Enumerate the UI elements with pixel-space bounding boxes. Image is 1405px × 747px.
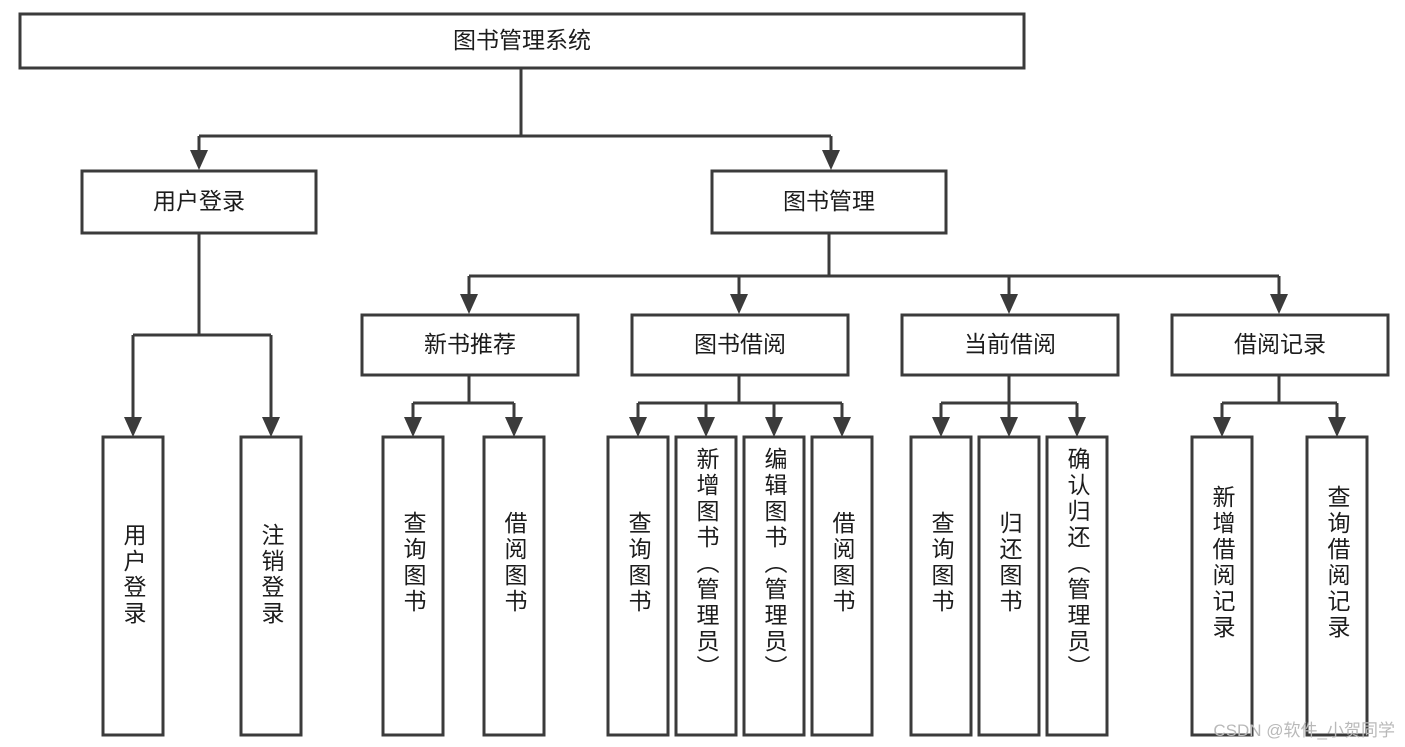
arrow-to-book-borrow: [730, 294, 748, 314]
node-leaf-borrow-book-1-label: 借阅图书: [501, 511, 528, 615]
node-leaf-edit-book-label: 编辑图书（管理员）: [761, 447, 788, 681]
arrow-to-current-borrow: [1000, 294, 1018, 314]
arrow-to-leaf-query-book-3: [932, 417, 950, 437]
arrow-to-leaf-query-book-2: [629, 417, 647, 437]
node-leaf-user-login-label: 用户登录: [120, 523, 147, 627]
connector-book-borrow-to-leaves: [629, 375, 851, 437]
connector-book-manage-to-level3: [460, 233, 1288, 314]
arrow-to-leaf-user-login: [124, 417, 142, 437]
node-leaf-query-record[interactable]: 查询借阅记录: [1305, 435, 1369, 737]
connector-borrow-record-to-leaves: [1213, 375, 1346, 437]
node-user-login[interactable]: 用户登录: [80, 169, 318, 235]
node-leaf-query-book-3-label: 查询图书: [928, 511, 955, 615]
arrow-to-leaf-query-record: [1328, 417, 1346, 437]
node-leaf-query-book-1-label: 查询图书: [400, 511, 427, 615]
node-leaf-query-book-2[interactable]: 查询图书: [606, 435, 670, 737]
node-book-borrow-label: 图书借阅: [694, 331, 786, 357]
node-leaf-add-record-label: 新增借阅记录: [1209, 485, 1236, 641]
arrow-to-leaf-add-record: [1213, 417, 1231, 437]
node-root[interactable]: 图书管理系统: [18, 12, 1026, 70]
node-leaf-confirm-return-label: 确认归还（管理员）: [1064, 447, 1091, 681]
node-leaf-logout-login-label: 注销登录: [258, 523, 285, 627]
node-book-manage-label: 图书管理: [783, 188, 875, 214]
node-leaf-query-book-2-label: 查询图书: [625, 511, 652, 615]
arrow-to-borrow-record: [1270, 294, 1288, 314]
connector-new-book-recommend-to-leaves: [404, 375, 523, 437]
arrow-to-leaf-logout-login: [262, 417, 280, 437]
node-leaf-query-book-3[interactable]: 查询图书: [909, 435, 973, 737]
connector-root-to-level2: [190, 68, 840, 170]
node-leaf-borrow-book-1[interactable]: 借阅图书: [482, 435, 546, 737]
node-new-book-recommend[interactable]: 新书推荐: [360, 313, 580, 377]
arrow-to-leaf-query-book-1: [404, 417, 422, 437]
node-leaf-borrow-book-2-label: 借阅图书: [829, 511, 856, 615]
connector-user-login-to-leaves: [124, 233, 280, 437]
node-leaf-confirm-return[interactable]: 确认归还（管理员）: [1045, 435, 1109, 737]
node-new-book-recommend-label: 新书推荐: [424, 331, 516, 357]
arrow-to-new-book-recommend: [460, 294, 478, 314]
node-current-borrow[interactable]: 当前借阅: [900, 313, 1120, 377]
arrow-to-leaf-add-book: [697, 417, 715, 437]
connector-current-borrow-to-leaves: [932, 375, 1086, 437]
arrow-to-leaf-return-book: [1000, 417, 1018, 437]
node-book-borrow[interactable]: 图书借阅: [630, 313, 850, 377]
arrow-to-leaf-edit-book: [765, 417, 783, 437]
arrow-to-leaf-borrow-book-2: [833, 417, 851, 437]
node-leaf-edit-book[interactable]: 编辑图书（管理员）: [742, 435, 806, 737]
node-leaf-query-record-label: 查询借阅记录: [1324, 485, 1351, 641]
node-leaf-add-book[interactable]: 新增图书（管理员）: [674, 435, 738, 737]
arrow-to-book-manage: [822, 150, 840, 170]
arrow-to-leaf-confirm-return: [1068, 417, 1086, 437]
node-leaf-logout-login[interactable]: 注销登录: [239, 435, 303, 737]
node-borrow-record[interactable]: 借阅记录: [1170, 313, 1390, 377]
node-leaf-borrow-book-2[interactable]: 借阅图书: [810, 435, 874, 737]
node-leaf-query-book-1[interactable]: 查询图书: [381, 435, 445, 737]
node-leaf-return-book-label: 归还图书: [996, 511, 1023, 615]
node-borrow-record-label: 借阅记录: [1234, 331, 1326, 357]
node-leaf-user-login[interactable]: 用户登录: [101, 435, 165, 737]
node-leaf-add-book-label: 新增图书（管理员）: [693, 447, 720, 681]
node-user-login-label: 用户登录: [153, 188, 245, 214]
node-current-borrow-label: 当前借阅: [964, 331, 1056, 357]
node-root-label: 图书管理系统: [453, 27, 591, 53]
arrow-to-user-login: [190, 150, 208, 170]
arrow-to-leaf-borrow-book-1: [505, 417, 523, 437]
node-book-manage[interactable]: 图书管理: [710, 169, 948, 235]
node-leaf-add-record[interactable]: 新增借阅记录: [1190, 435, 1254, 737]
node-leaf-return-book[interactable]: 归还图书: [977, 435, 1041, 737]
